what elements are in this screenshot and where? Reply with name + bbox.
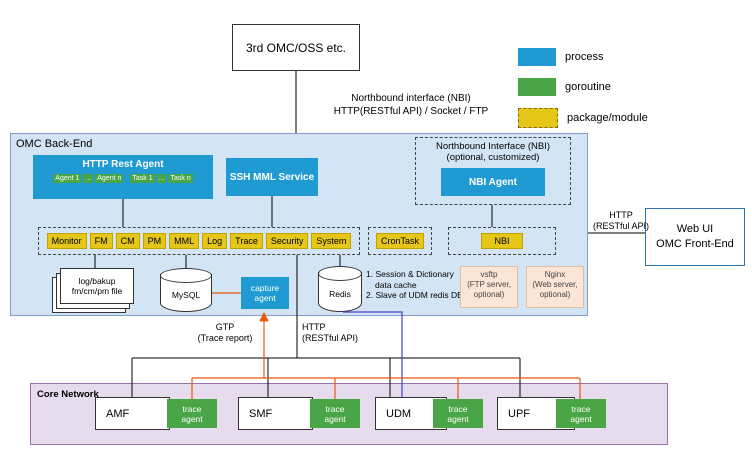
task-chip: Task n (168, 174, 193, 183)
nginx-box: Nginx (Web server, optional) (526, 266, 584, 308)
node-smf: SMF (238, 397, 313, 430)
nbi-agent-box: NBI Agent (441, 168, 545, 196)
trace-agent-smf: trace agent (310, 399, 360, 428)
omc-backend-title: OMC Back-End (16, 138, 93, 150)
agent-chip: ... (83, 174, 94, 183)
trace-agent-upf: trace agent (556, 399, 606, 428)
webui-line1: Web UI (676, 223, 714, 235)
vsftp-box: vsftp (FTP server, optional) (460, 266, 518, 308)
nginx-name: Nginx (544, 270, 566, 279)
nginx-sub1: (Web server, (532, 280, 578, 289)
node-udm-label: UDM (386, 407, 412, 420)
nbi-group-title1: Northbound Interface (NBI) (435, 141, 551, 152)
module-chip-pm: PM (142, 233, 167, 249)
nbi-agent-label: NBI Agent (469, 176, 517, 188)
package-swatch-icon (518, 108, 558, 128)
module-chip-security: Security (265, 233, 309, 249)
capture-agent-box: capture agent (241, 277, 289, 309)
module-chip-fm: FM (89, 233, 113, 249)
module-chip-mml: MML (169, 233, 200, 249)
mysql-label: MySQL (171, 290, 201, 300)
omc-oss-box: 3rd OMC/OSS etc. (232, 24, 360, 71)
gtp-line2: (Trace report) (197, 333, 253, 343)
log-store-line2: fm/cm/pm file (71, 286, 123, 296)
http-mid-line2: (RESTful API) (302, 333, 359, 343)
legend-process-label: process (565, 51, 604, 63)
webui-box: Web UI OMC Front-End (645, 208, 745, 266)
redis-note-line2: data cache (375, 279, 417, 290)
http-restful-right-line2: (RESTful API) (592, 221, 649, 231)
http-restful-right-label: HTTP (RESTful API) (590, 210, 652, 232)
nginx-sub2: optional) (539, 290, 571, 299)
core-network-title: Core Network (37, 389, 99, 400)
redis-note: 1. Session & Dictionary data cache 2. Sl… (366, 269, 498, 301)
trace-agent-label: trace agent (324, 403, 346, 424)
agent-chip: Agent n (95, 174, 124, 183)
redis-note-line3: 2. Slave of UDM redis DB (366, 290, 463, 300)
trace-agent-label: trace agent (181, 403, 203, 424)
webui-line2: OMC Front-End (656, 238, 734, 250)
modules-group: Monitor FM CM PM MML Log Trace Security … (38, 227, 360, 255)
nbi-module-group: NBI (448, 227, 556, 255)
http-rest-agent-title: HTTP Rest Agent (82, 159, 164, 170)
log-file-stack: log/bakup fm/cm/pm file (52, 268, 134, 313)
nbi-interface-line1: Northbound interface (NBI) (351, 93, 471, 104)
redis-label: Redis (329, 289, 351, 299)
vsftp-sub2: optional) (473, 290, 505, 299)
document-stack-icon: log/bakup fm/cm/pm file (60, 268, 134, 304)
trace-agent-label: trace agent (570, 403, 592, 424)
module-chip-monitor: Monitor (46, 233, 87, 249)
vsftp-sub1: (FTP server, (467, 280, 511, 289)
nbi-group-title2: (optional, customized) (446, 152, 540, 163)
module-chip-log: Log (202, 233, 228, 249)
capture-agent-label: capture agent (250, 283, 280, 303)
node-smf-label: SMF (249, 407, 273, 420)
agent-chip: Agent 1 (53, 174, 82, 183)
http-restful-right-line1: HTTP (609, 210, 633, 220)
ssh-mml-service-label: SSH MML Service (229, 171, 315, 183)
goroutine-swatch-icon (518, 78, 556, 96)
ssh-mml-service-box: SSH MML Service (226, 158, 318, 196)
process-swatch-icon (518, 48, 556, 66)
http-rest-agent-box: HTTP Rest Agent Agent 1 ... Agent n Task… (33, 155, 213, 199)
legend-package-label: package/module (567, 112, 648, 124)
nbi-group-box: Northbound Interface (NBI) (optional, cu… (415, 137, 571, 205)
crontask-chip: CronTask (375, 233, 424, 249)
node-amf-label: AMF (106, 407, 130, 420)
trace-agent-udm: trace agent (433, 399, 483, 428)
module-chip-trace: Trace (230, 233, 263, 249)
legend-goroutine: goroutine (518, 78, 611, 96)
node-upf-label: UPF (508, 407, 530, 420)
database-icon (160, 268, 212, 283)
redis-note-line1: 1. Session & Dictionary (366, 269, 454, 279)
http-mid-line1: HTTP (302, 322, 326, 332)
crontask-group: CronTask (368, 227, 432, 255)
http-restful-mid-label: HTTP (RESTful API) (302, 322, 372, 344)
nbi-module-chip: NBI (481, 233, 523, 249)
log-store-line1: log/bakup (78, 276, 116, 286)
module-chip-cm: CM (115, 233, 140, 249)
node-amf: AMF (95, 397, 170, 430)
omc-oss-label: 3rd OMC/OSS etc. (245, 40, 347, 55)
nbi-interface-line2: HTTP(RESTful API) / Socket / FTP (333, 105, 489, 117)
module-chip-system: System (311, 233, 352, 249)
task-chip: ... (156, 174, 167, 183)
legend-package: package/module (518, 108, 648, 128)
trace-agent-label: trace agent (447, 403, 469, 424)
legend-goroutine-label: goroutine (565, 81, 611, 93)
database-icon (318, 266, 362, 281)
mysql-database-cylinder: MySQL (160, 268, 212, 312)
gtp-line1: GTP (215, 322, 235, 332)
redis-database-cylinder: Redis (318, 266, 362, 312)
legend-process: process (518, 48, 604, 66)
nbi-interface-label: Northbound interface (NBI) HTTP(RESTful … (325, 93, 497, 118)
vsftp-name: vsftp (480, 270, 498, 279)
task-chip: Task 1 (130, 174, 155, 183)
trace-agent-amf: trace agent (167, 399, 217, 428)
gtp-trace-label: GTP (Trace report) (192, 322, 258, 344)
